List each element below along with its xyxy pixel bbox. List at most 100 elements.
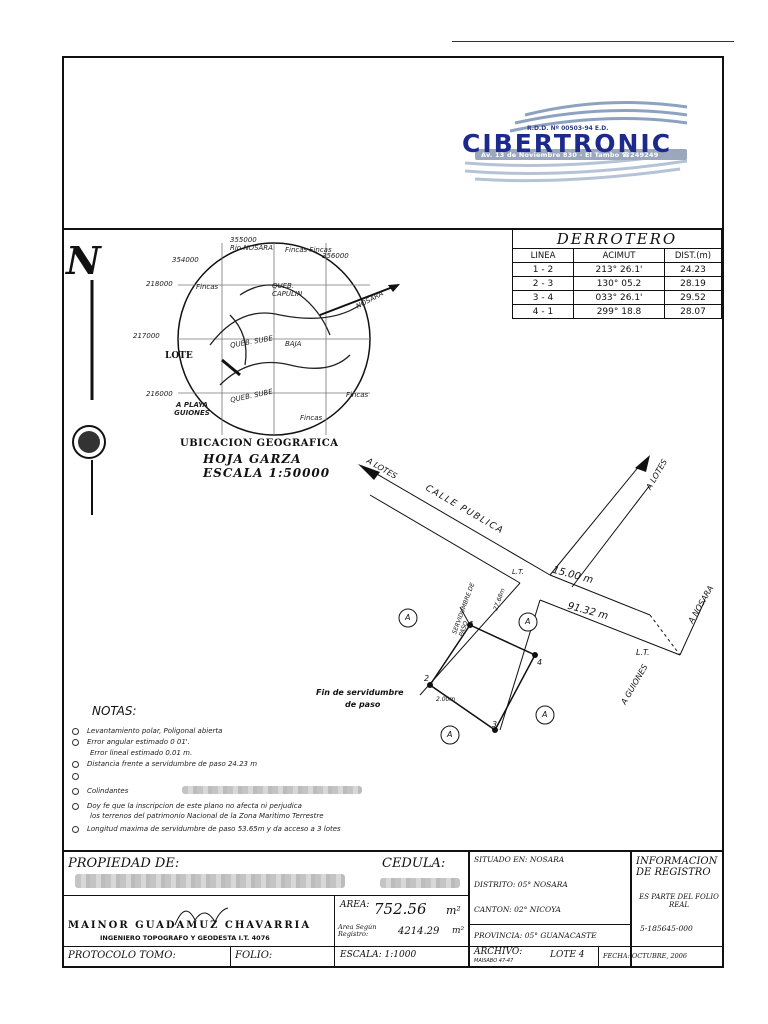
map-label: Fincas	[196, 283, 219, 291]
map-coordinate: 217000	[133, 332, 160, 340]
map-caption-sheet: HOJA GARZA	[203, 452, 302, 466]
map-caption-scale: ESCALA 1:50000	[203, 466, 331, 480]
distrito-value: 05° NOSARA	[517, 880, 568, 889]
note-item: Levantamiento polar, Poligonal abierta	[87, 727, 223, 735]
table-row: 2 - 3 130° 05.2 28.19	[512, 276, 722, 291]
logo-registration: R.D.D. Nº 00503-94 E.D.	[527, 125, 609, 132]
table-cell: 299° 18.8	[573, 304, 665, 319]
table-cell: 213° 26.1'	[573, 262, 665, 277]
redacted-owner	[75, 874, 345, 888]
table-cell: 1 - 2	[512, 262, 574, 277]
area-registro-label: Area Según Registro:	[338, 923, 377, 938]
info-registro: INFORMACION DE REGISTRO	[636, 856, 718, 878]
derrotero-table: LINEA ACIMUT DIST.(m) 1 - 2 213° 26.1' 2…	[512, 248, 722, 319]
redacted-id	[380, 878, 460, 888]
table-header-row: LINEA ACIMUT DIST.(m)	[512, 248, 722, 263]
neighbor-marker: A	[525, 617, 531, 626]
map-coordinate: 356000	[322, 252, 349, 260]
table-cell: 2 - 3	[512, 276, 574, 291]
north-symbol: N	[66, 238, 101, 283]
map-coordinate: 354000	[172, 256, 199, 264]
derrotero-title: DERROTERO	[512, 229, 722, 249]
logo-address: Av. 13 de Noviembre 830 - El Tambo ☎2492…	[481, 151, 659, 159]
parcel-drawing	[358, 455, 706, 745]
segment-label-2: 2.00m	[436, 696, 456, 703]
table-cell: 033° 26.1'	[573, 290, 665, 305]
note-item: los terrenos del patrimonio Nacional de …	[90, 812, 324, 820]
cibertronic-logo	[455, 93, 690, 185]
title-block-top	[62, 850, 724, 852]
cedula-label: CEDULA:	[382, 856, 446, 871]
signature	[170, 900, 230, 934]
location-map-graphic	[177, 242, 400, 436]
propiedad-label: PROPIEDAD DE:	[68, 856, 180, 871]
logo-swoosh-graphic	[464, 101, 688, 183]
map-label: Fincas	[300, 414, 323, 422]
note-item: Error lineal estimado 0.01 m.	[90, 749, 193, 757]
redacted-neighbors	[182, 786, 362, 794]
map-label: Rio NOSARA	[230, 244, 273, 252]
column-header: DIST.(m)	[664, 248, 722, 263]
note-item: Error angular estimado 0 01'.	[87, 738, 190, 746]
map-coordinate: 355000	[230, 236, 257, 244]
notes-title: NOTAS:	[92, 704, 137, 718]
engineer-name: MAINOR GUADAMUZ CHAVARRIA	[68, 920, 312, 931]
neighbor-marker: A	[447, 730, 453, 739]
plan-frame	[62, 56, 724, 968]
map-label: Fincas Fincas	[285, 246, 332, 254]
map-label: A PLAYA GUIONES	[174, 401, 210, 417]
area-label: AREA:	[340, 900, 370, 910]
vertex-label: 1	[469, 620, 475, 629]
table-cell: 28.07	[664, 304, 722, 319]
lote-value: LOTE 4	[550, 950, 585, 960]
escala-label: ESCALA:	[340, 950, 382, 960]
vertex-label: 2	[424, 674, 430, 683]
table-cell: 29.52	[664, 290, 722, 305]
map-lote-label: LOTE	[165, 351, 193, 361]
vertex-label: 3	[492, 720, 498, 729]
table-row: 3 - 4 033° 26.1' 29.52	[512, 290, 722, 305]
area-value: 752.56	[374, 900, 427, 918]
situado-value: NOSARA	[529, 855, 565, 864]
map-label: QUEB. CAPULIN	[272, 282, 303, 298]
lt-label: L.T.	[636, 648, 650, 657]
map-coordinate: 216000	[146, 390, 173, 398]
note-item: Colindantes	[87, 787, 129, 795]
header-separator	[62, 228, 724, 230]
map-coordinate: 218000	[146, 280, 173, 288]
protocolo-label: PROTOCOLO TOMO:	[68, 950, 176, 961]
provincia-label: PROVINCIA:	[474, 931, 523, 940]
table-cell: 130° 05.2	[573, 276, 665, 291]
note-item: Doy fe que la inscripcion de este plano …	[87, 802, 302, 810]
area-unit: m²	[446, 904, 461, 917]
es-parte: ES PARTE DEL FOLIO REAL	[639, 893, 719, 909]
top-rule	[452, 41, 734, 42]
note-item: Distancia frente a servidumbre de paso 2…	[87, 760, 258, 768]
situado-label: SITUADO EN:	[474, 855, 528, 864]
area-registro-unit: m²	[452, 926, 465, 936]
table-cell: 24.23	[664, 262, 722, 277]
note-item: Longitud maxima de servidumbre de paso 5…	[87, 825, 341, 833]
engineer-title: INGENIERO TOPOGRAFO Y GEODESTA I.T. 4076	[100, 934, 270, 942]
end-servidumbre-label-2: de paso	[345, 700, 381, 709]
area-registro-value: 4214.29	[398, 926, 440, 937]
escala-value: 1:1000	[384, 950, 417, 960]
table-cell: 4 - 1	[512, 304, 574, 319]
table-row: 1 - 2 213° 26.1' 24.23	[512, 262, 722, 277]
map-caption-title: UBICACION GEOGRAFICA	[180, 438, 339, 449]
end-servidumbre-label: Fin de servidumbre	[316, 688, 404, 697]
archivo-label: ARCHIVO:	[474, 947, 523, 957]
neighbor-marker: A	[405, 613, 411, 622]
map-label: Fincas	[346, 391, 369, 399]
column-header: LINEA	[512, 248, 574, 263]
archivo-sub: MAISABO 47-47	[474, 958, 514, 964]
map-label: BAJA	[285, 340, 302, 348]
folio-label: FOLIO:	[235, 950, 273, 961]
table-cell: 28.19	[664, 276, 722, 291]
column-header: ACIMUT	[573, 248, 665, 263]
canton-label: CANTON:	[474, 905, 512, 914]
canton-value: 02° NICOYA	[514, 905, 561, 914]
north-arrow-line	[72, 280, 106, 515]
neighbor-marker: A	[542, 710, 548, 719]
vertex-label: 4	[537, 658, 543, 667]
